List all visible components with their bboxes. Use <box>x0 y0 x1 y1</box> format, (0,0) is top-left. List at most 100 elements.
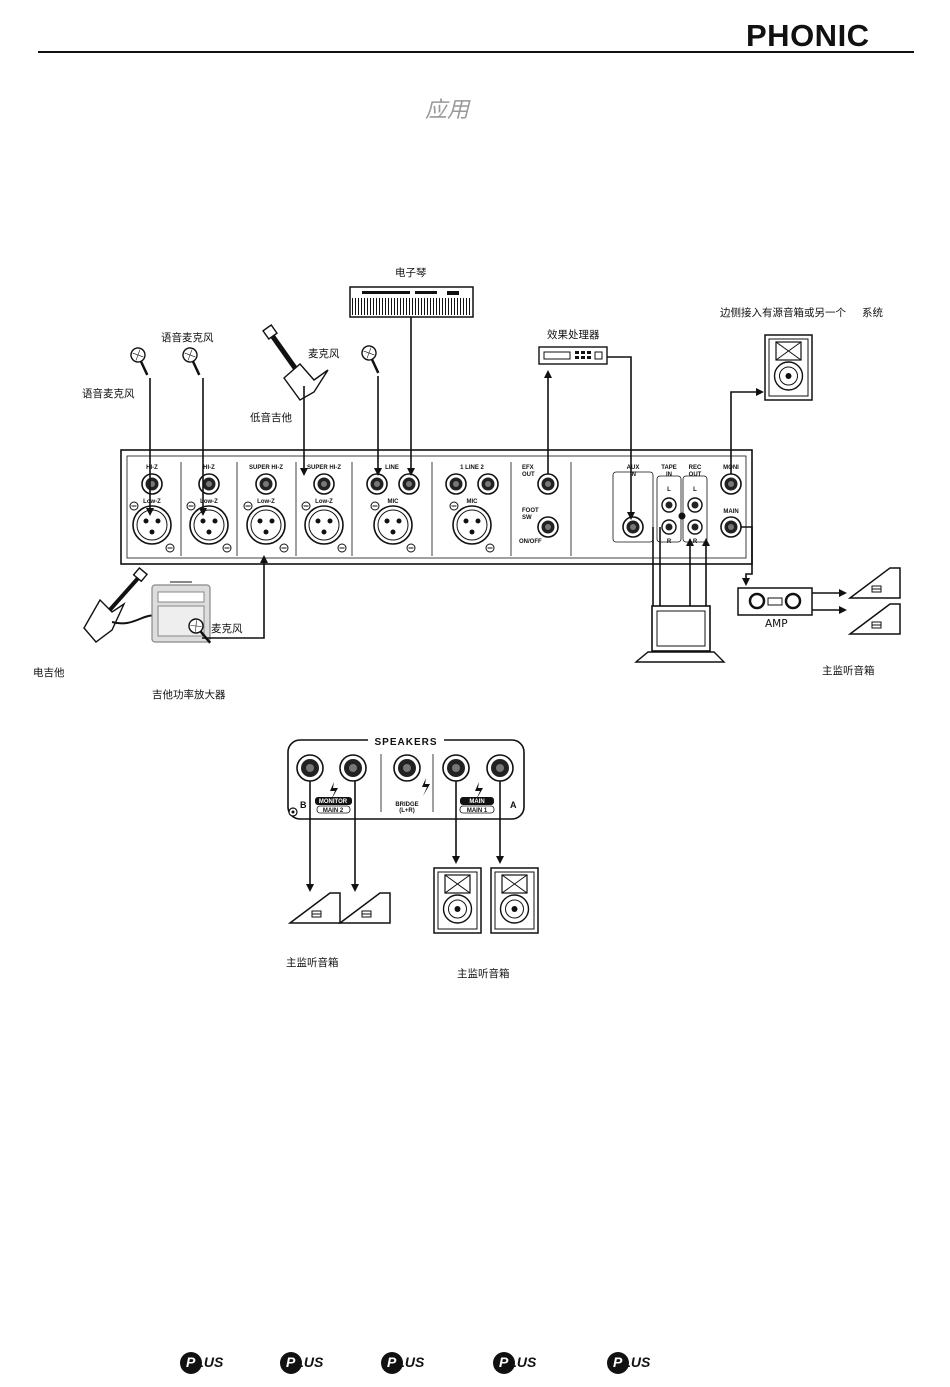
speaker-out-b2-jack[interactable] <box>339 754 367 782</box>
lightning-icon <box>330 782 338 800</box>
plus-logo: PLUS <box>381 1350 437 1378</box>
effects-processor-icon <box>538 346 608 365</box>
aux-label: AUX <box>627 465 640 471</box>
ch6-label: 1 LINE 2 <box>460 465 484 471</box>
tape-in-r-jack[interactable] <box>661 519 677 535</box>
electric-guitar-icon <box>83 566 161 643</box>
tape-r-label: R <box>667 539 672 545</box>
ch6-screw-2 <box>485 543 495 553</box>
rec-out-box <box>682 475 708 543</box>
ch2-screw-2 <box>222 543 232 553</box>
speaker-out-b1-jack[interactable] <box>296 754 324 782</box>
ch6-line-1-jack[interactable] <box>445 473 467 495</box>
mic-amp-label: 麦克风 <box>211 623 243 635</box>
speaker-out-a2-jack[interactable] <box>486 754 514 782</box>
bass-guitar-label: 低音吉他 <box>250 411 292 424</box>
efx-out-jack[interactable] <box>537 473 559 495</box>
ch6-xlr-jack[interactable] <box>452 505 492 545</box>
ch6-mic-label: MIC <box>467 499 479 505</box>
efx-label: EFX <box>522 465 534 471</box>
ch1-screw <box>129 501 139 511</box>
foot-onoff-label: ON/OFF <box>519 539 542 545</box>
ch5-xlr-jack[interactable] <box>373 505 413 545</box>
main-label: MAIN <box>723 509 738 515</box>
vocal-mic-2-icon <box>179 344 207 380</box>
rec-label: REC <box>689 465 702 471</box>
foot-sw-label: SW <box>522 515 532 521</box>
ch4-hiz-jack[interactable] <box>313 473 335 495</box>
wedge-monitor-2-icon <box>849 603 901 635</box>
vocal-mic-1-icon <box>127 344 155 380</box>
speakers-title: SPEAKERS <box>374 737 437 748</box>
tape-l-label: L <box>667 487 671 493</box>
plus-logo: PLUS <box>493 1350 549 1378</box>
main1-badge <box>459 805 495 814</box>
main-badge-label: MAIN <box>469 799 484 805</box>
vocal-mic-top-label: 语音麦克风 <box>161 331 214 344</box>
electric-guitar-label: 电吉他 <box>33 666 65 679</box>
rec-out-l-jack[interactable] <box>687 497 703 513</box>
speaker-out-a1-jack[interactable] <box>442 754 470 782</box>
ch3-screw <box>243 501 253 511</box>
speaker-out-bridge-jack[interactable] <box>393 754 421 782</box>
moni-jack[interactable] <box>720 473 742 495</box>
ch4-xlr-jack[interactable] <box>304 505 344 545</box>
side-connect-label: 边侧接入有源音箱或另一个 <box>720 306 846 319</box>
ch2-xlr-jack[interactable] <box>189 505 229 545</box>
main-cabinet-1-icon <box>433 867 482 934</box>
mixer-rear-panel-inner <box>126 455 747 559</box>
ch2-hiz-jack[interactable] <box>198 473 220 495</box>
rec-l-label: L <box>693 487 697 493</box>
tape-in-label: IN <box>666 472 672 478</box>
rec-out-r-jack[interactable] <box>687 519 703 535</box>
main2-label: MAIN 2 <box>323 808 344 814</box>
bass-guitar-icon <box>262 324 329 401</box>
ch5-mic-label: MIC <box>388 499 400 505</box>
main-monitor-left-label: 主监听音箱 <box>286 956 339 969</box>
ch5-screw-2 <box>406 543 416 553</box>
foot-sw-jack[interactable] <box>537 516 559 538</box>
ch1-hiz-jack[interactable] <box>141 473 163 495</box>
amp-label: AMP <box>765 618 788 630</box>
ch5-screw <box>370 501 380 511</box>
ch6-line-2-jack[interactable] <box>477 473 499 495</box>
ch4-label: SUPER HI-Z <box>307 465 341 471</box>
cables <box>146 317 847 639</box>
lightning-icon-3 <box>475 782 483 800</box>
keyboard-icon <box>349 286 474 318</box>
foot-label: FOOT <box>522 508 539 514</box>
wedge-monitor-1-icon <box>849 567 901 599</box>
monitor-badge <box>315 797 352 805</box>
ch1-screw-2 <box>165 543 175 553</box>
tape-in-l-jack[interactable] <box>661 497 677 513</box>
ch5-line-r-jack[interactable] <box>398 473 420 495</box>
ch3-xlr-jack[interactable] <box>246 505 286 545</box>
main-monitor-center-label: 主监听音箱 <box>457 967 510 980</box>
mic-center-label: 麦克风 <box>308 348 340 360</box>
speakers-title-bg <box>368 735 444 747</box>
ch3-hiz-jack[interactable] <box>255 473 277 495</box>
aux-in-label: IN <box>630 472 636 478</box>
ch4-screw-2 <box>337 543 347 553</box>
plus-logo: PLUS <box>180 1350 236 1378</box>
main-out-jack[interactable] <box>720 516 742 538</box>
aux-in-jack[interactable] <box>622 516 644 538</box>
mic-5-icon <box>358 342 386 378</box>
ch2-label: HI-Z <box>203 465 215 471</box>
speakers-b-label: B <box>300 800 307 810</box>
brand-logo: PHONIC <box>746 18 870 53</box>
ch5-line-l-jack[interactable] <box>366 473 388 495</box>
efx-out-label: OUT <box>522 472 535 478</box>
ch1-xlr-jack[interactable] <box>132 505 172 545</box>
tape-label: TAPE <box>661 465 677 471</box>
main1-label: MAIN 1 <box>467 808 488 814</box>
rec-out-label: OUT <box>689 472 702 478</box>
ch5-label: LINE <box>385 465 399 471</box>
speakers-a-label: A <box>510 800 517 810</box>
speaker-cables <box>306 781 504 892</box>
bridge-sub-label: (L+R) <box>399 808 415 814</box>
main-badge <box>460 797 494 805</box>
laptop-icon <box>634 605 726 663</box>
tape-rec-screw <box>678 512 686 520</box>
tape-in-box <box>656 475 682 543</box>
